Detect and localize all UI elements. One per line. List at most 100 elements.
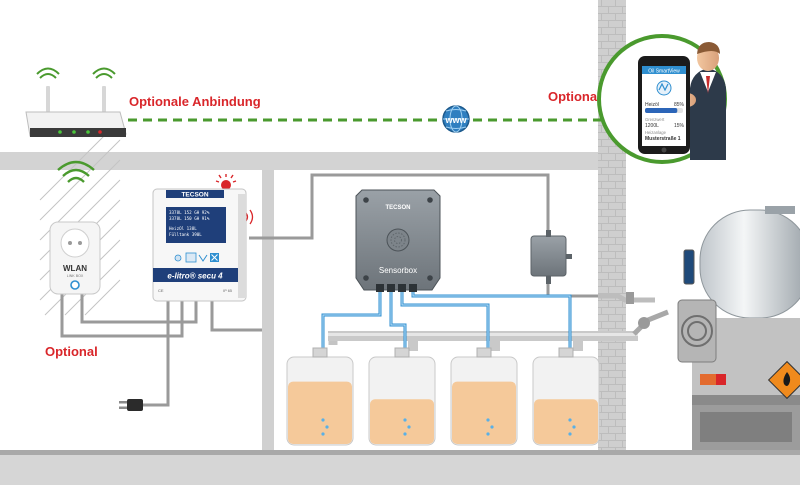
tanker-truck bbox=[677, 206, 800, 450]
router-led bbox=[86, 130, 90, 134]
router-wifi-icon-left bbox=[36, 67, 60, 79]
buzzer-icon bbox=[245, 209, 254, 225]
sensor-bubble bbox=[403, 432, 407, 436]
phone-reserve-value: 1200L bbox=[645, 123, 659, 129]
controller-button-panel bbox=[174, 252, 219, 263]
phone-screen bbox=[642, 66, 686, 146]
controller-brand-bar bbox=[166, 190, 224, 198]
hose-reel bbox=[677, 299, 717, 363]
fill-pipe bbox=[328, 292, 669, 351]
sensor-bubble bbox=[486, 432, 490, 436]
oil-tank bbox=[532, 347, 600, 446]
phone-address: Musterstraße 1 bbox=[645, 136, 681, 142]
truck-mirror bbox=[683, 249, 695, 285]
sensor-bubble bbox=[403, 418, 407, 422]
app-title: Oil SmartView bbox=[648, 69, 680, 75]
tank-oil-level bbox=[534, 399, 598, 444]
label-optional-phone: Optional bbox=[548, 89, 601, 104]
controller-name-bar bbox=[153, 268, 238, 282]
router-wifi-icon-right bbox=[92, 67, 116, 79]
socket-face bbox=[60, 228, 90, 258]
sensorbox-brand: TECSON bbox=[385, 205, 410, 211]
sensorbox: TECSON Sensorbox bbox=[355, 189, 441, 292]
controller-ce-mark: CE bbox=[158, 288, 164, 293]
app-header bbox=[642, 66, 686, 74]
www-globe-icon: www bbox=[442, 105, 470, 133]
truck-bumper bbox=[692, 395, 800, 405]
sensor-bubble bbox=[325, 425, 329, 429]
tail-light bbox=[700, 374, 716, 385]
plug-power-button bbox=[70, 280, 80, 290]
pipe-coupling bbox=[638, 317, 650, 329]
phone-level-text: 85% bbox=[674, 102, 685, 108]
oil-tanks bbox=[286, 347, 600, 446]
phone-home-button bbox=[661, 147, 667, 153]
alarm-light-icon bbox=[215, 174, 237, 190]
tail-light bbox=[716, 374, 726, 385]
floor-slab bbox=[0, 450, 800, 485]
tank-oil-level bbox=[370, 399, 434, 444]
controller-badge: IP 65 bbox=[223, 289, 232, 293]
display-line-3: HeizOl 138L bbox=[169, 226, 197, 231]
gray-cables bbox=[60, 173, 598, 407]
router-led bbox=[58, 130, 62, 134]
controller-display bbox=[166, 207, 226, 243]
controller-body bbox=[152, 188, 247, 302]
label-optionale-anbindung: Optionale Anbindung bbox=[129, 94, 261, 109]
e-litro-controller: TECSON 3378L 152 GH 92% 3378L 150 GH 91%… bbox=[152, 174, 254, 302]
truck-tank-lid bbox=[765, 206, 795, 214]
app-logo-icon bbox=[656, 80, 672, 96]
tank-cap bbox=[558, 347, 574, 358]
oil-tank bbox=[368, 347, 436, 446]
sensor-bubble bbox=[572, 425, 576, 429]
phone-tank-name: Heizöl bbox=[645, 102, 659, 108]
sensorbox-label: Sensorbox bbox=[379, 266, 417, 275]
plug-label: WLAN bbox=[63, 264, 87, 273]
ceiling-slab bbox=[0, 152, 600, 170]
inner-wall bbox=[262, 170, 274, 450]
display-line-4: Fülltank 390L bbox=[169, 232, 202, 237]
phone-reserve-label: Grenzwert bbox=[645, 117, 665, 122]
controller-side bbox=[238, 194, 246, 298]
sensor-bubble bbox=[321, 432, 325, 436]
hazard-flame-icon bbox=[767, 360, 800, 400]
tank-cap bbox=[476, 347, 492, 358]
sensor-bubble bbox=[568, 418, 572, 422]
plug-sublabel: LINK BOX bbox=[67, 274, 84, 278]
router-led bbox=[72, 130, 76, 134]
oil-tank bbox=[286, 347, 354, 446]
tank-cap bbox=[394, 347, 410, 358]
oil-tank bbox=[450, 347, 518, 446]
valve-icon bbox=[626, 292, 634, 304]
router bbox=[25, 67, 127, 137]
sensor-bubble bbox=[486, 418, 490, 422]
floor-edge bbox=[0, 450, 800, 455]
display-line-2: 3378L 150 GH 91% bbox=[169, 216, 210, 221]
sensorbox-connectors bbox=[376, 284, 417, 292]
phone-address-label: Heizanlage bbox=[645, 130, 667, 135]
router-front bbox=[30, 128, 126, 137]
tank-oil-level bbox=[288, 381, 352, 444]
wifi-icon bbox=[57, 160, 95, 183]
phone-level-bar bbox=[645, 108, 678, 113]
svg-text:www: www bbox=[444, 115, 467, 125]
smartphone-callout: Oil SmartView Heizöl 85% Grenzwert 1200L… bbox=[597, 34, 727, 164]
phone-reserve-percent: 15% bbox=[674, 123, 685, 129]
tank-cap bbox=[312, 347, 328, 358]
sensor-bubble bbox=[321, 418, 325, 422]
tank-oil-level bbox=[452, 381, 516, 444]
label-optional-plug: Optional bbox=[45, 344, 98, 359]
router-led bbox=[98, 130, 102, 134]
router-antenna-right bbox=[102, 86, 106, 112]
junction-box bbox=[530, 230, 572, 284]
wlan-plug: WLAN LINK BOX bbox=[49, 160, 101, 295]
controller-brand: TECSON bbox=[181, 192, 208, 199]
controller-name: e-litro® secu 4 bbox=[167, 272, 223, 281]
display-line-1: 3378L 152 GH 92% bbox=[169, 210, 210, 215]
plug-connector-icon bbox=[119, 399, 143, 411]
sensor-bubble bbox=[568, 432, 572, 436]
sensor-bubble bbox=[490, 425, 494, 429]
router-antenna-left bbox=[46, 86, 50, 112]
